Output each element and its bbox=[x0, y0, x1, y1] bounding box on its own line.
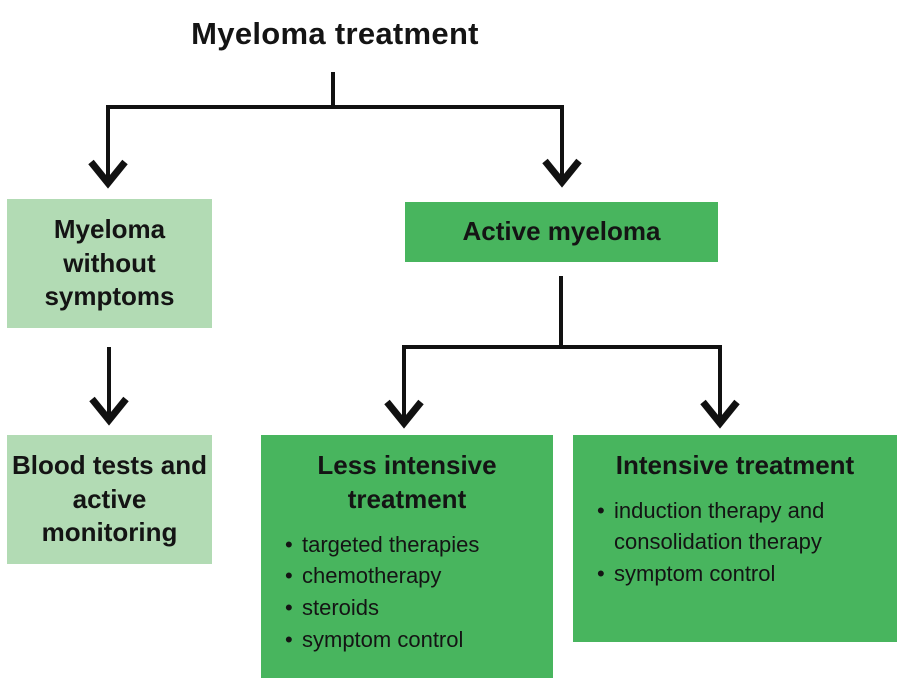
box-blood-tests-monitoring-label: Blood tests and active monitoring bbox=[11, 449, 207, 548]
intensive-treatment-list: induction therapy and consolidation ther… bbox=[573, 495, 897, 590]
box-blood-tests-monitoring: Blood tests and active monitoring bbox=[7, 435, 212, 564]
arrowhead-to-less-intensive bbox=[384, 399, 424, 429]
box-myeloma-without-symptoms: Myeloma without symptoms bbox=[7, 199, 212, 328]
box-intensive-treatment: Intensive treatment induction therapy an… bbox=[573, 435, 897, 642]
second-branch-line bbox=[402, 345, 722, 420]
diagram-title: Myeloma treatment bbox=[191, 16, 479, 51]
arrowhead-to-without-symptoms bbox=[88, 159, 128, 189]
list-item: steroids bbox=[285, 592, 545, 624]
box-myeloma-without-symptoms-label: Myeloma without symptoms bbox=[44, 213, 175, 312]
box-active-myeloma: Active myeloma bbox=[405, 202, 718, 262]
list-item: chemotherapy bbox=[285, 560, 545, 592]
first-branch-line bbox=[106, 105, 564, 181]
arrowhead-to-intensive bbox=[700, 399, 740, 429]
less-intensive-treatment-list: targeted therapies chemotherapy steroids… bbox=[261, 529, 553, 656]
list-item: symptom control bbox=[597, 558, 889, 590]
arrowhead-to-blood-tests bbox=[89, 396, 129, 426]
list-item: induction therapy and consolidation ther… bbox=[597, 495, 889, 558]
arrowhead-to-active-myeloma bbox=[542, 158, 582, 188]
less-intensive-treatment-title: Less intensive treatment bbox=[317, 450, 497, 514]
box-less-intensive-treatment: Less intensive treatment targeted therap… bbox=[261, 435, 553, 678]
list-item: targeted therapies bbox=[285, 529, 545, 561]
box-active-myeloma-label: Active myeloma bbox=[462, 216, 661, 247]
intensive-treatment-title: Intensive treatment bbox=[615, 450, 855, 480]
list-item: symptom control bbox=[285, 624, 545, 656]
